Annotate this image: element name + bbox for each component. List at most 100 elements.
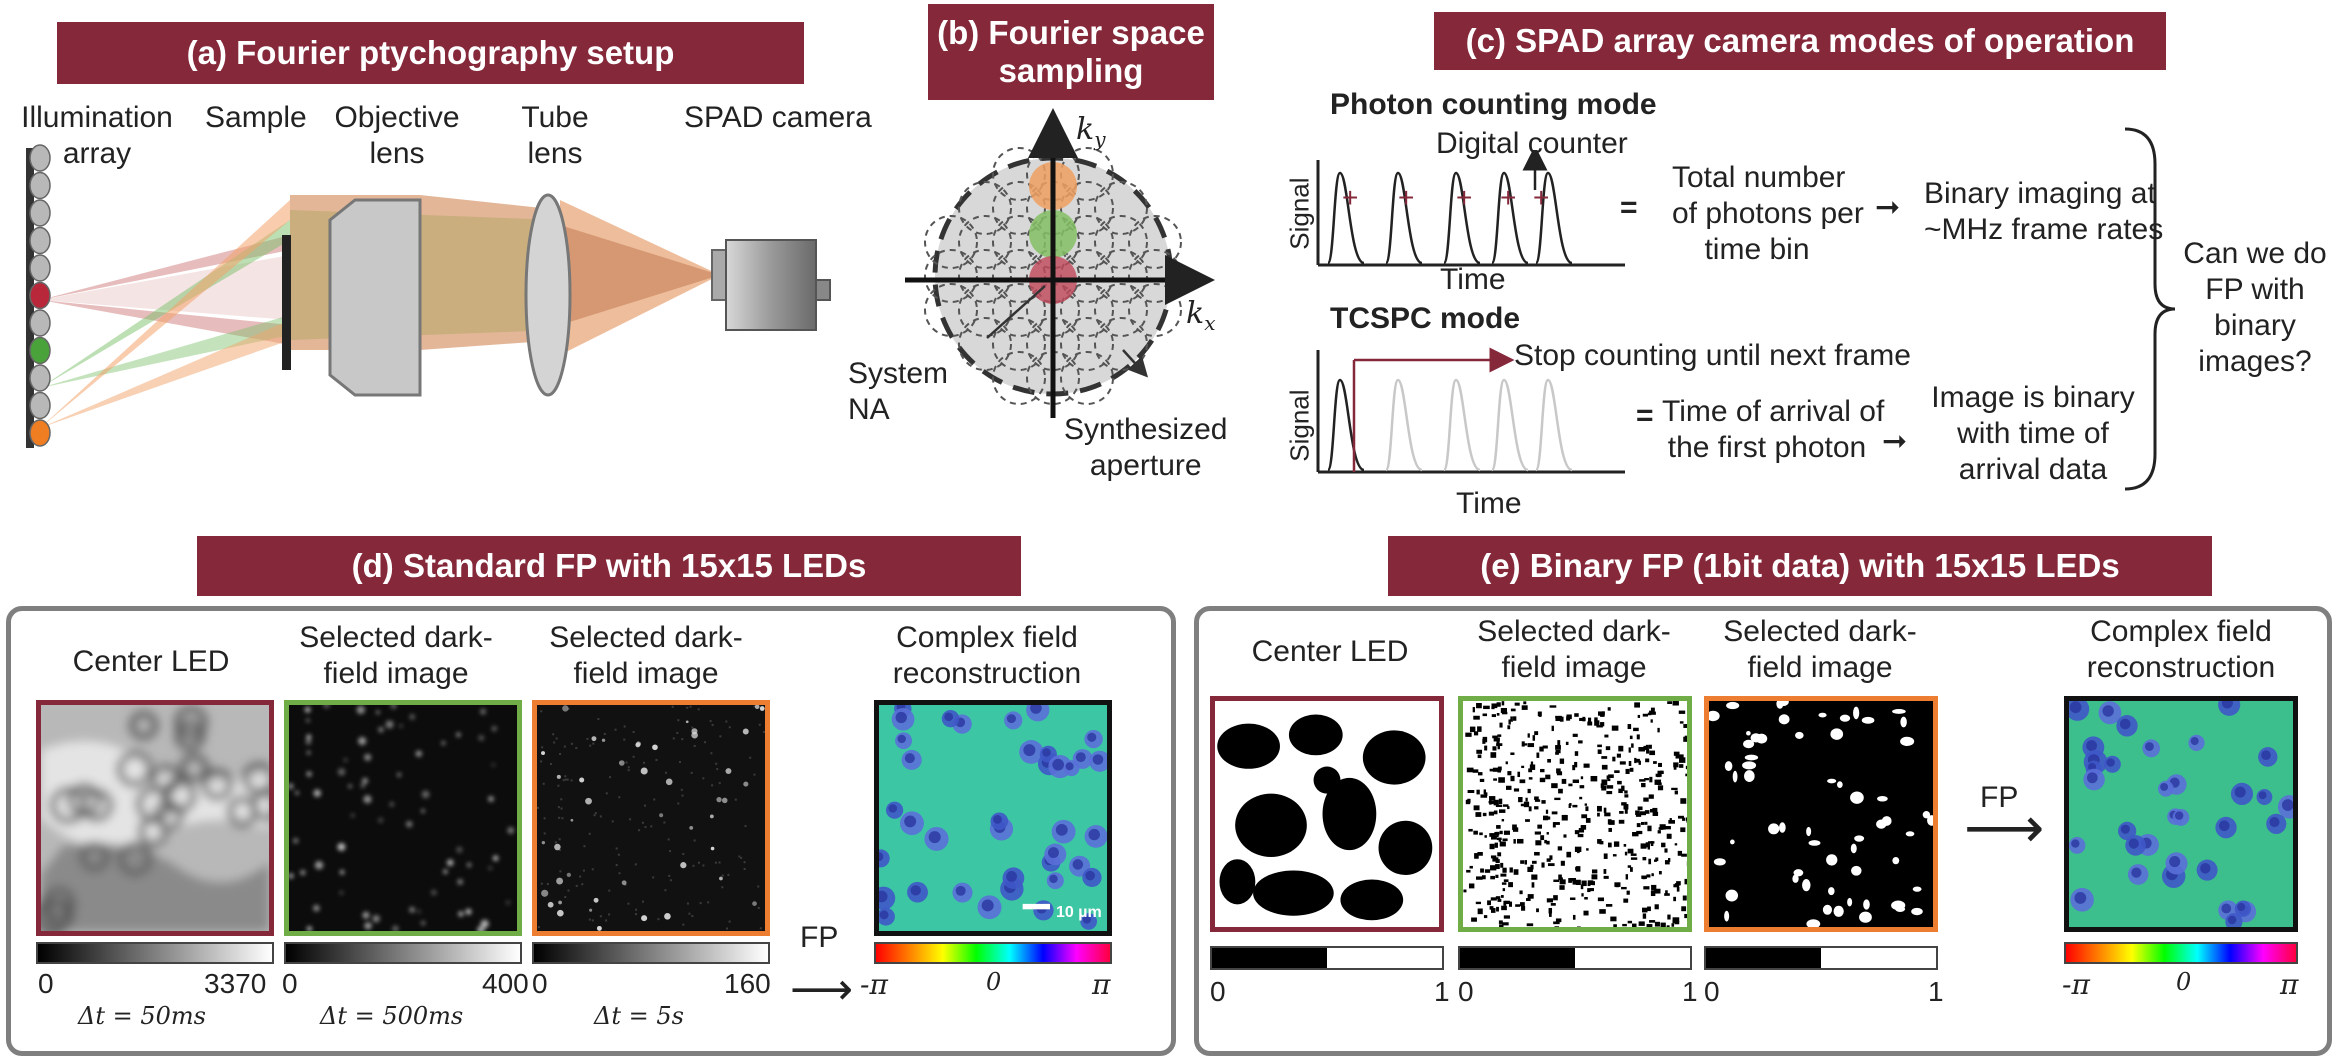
time-axis-label: Time (1440, 263, 1506, 296)
center-led-image (36, 700, 274, 936)
binary-cbar2-min: 0 (1458, 976, 1474, 1007)
scale-bar-label: 10 µm (1056, 904, 1102, 921)
plus-sign: + (1342, 182, 1359, 213)
panel-d-frame (6, 606, 1176, 1056)
colorbar-center-led (36, 942, 274, 964)
phase-colorbar (874, 942, 1112, 964)
dt2-label: Δt = 500ms (320, 1002, 464, 1030)
cbar3-max: 160 (724, 968, 771, 999)
cbar1-max: 3370 (204, 968, 267, 999)
plus-sign: + (1533, 182, 1550, 213)
phase-mid: 0 (2176, 968, 2192, 996)
spad-camera-shape (711, 239, 831, 331)
phase-max: π (2280, 968, 2299, 1001)
curly-bracket (2124, 127, 2176, 491)
phase-max: π (1092, 968, 1111, 1001)
dt3-label: Δt = 5s (594, 1002, 684, 1030)
arrow-right: ➞ (1882, 425, 1908, 458)
binary-cbar2-max: 1 (1682, 976, 1698, 1007)
binary-imaging-text: Binary imaging at~MHz frame rates (1924, 177, 2164, 246)
plus-sign: + (1456, 182, 1473, 213)
phase-min: -π (860, 968, 888, 1001)
led (29, 391, 51, 420)
binary-colorbar-1 (1210, 946, 1444, 970)
fp-label: FP (800, 921, 839, 954)
led (29, 226, 51, 255)
panel-d-title: (d) Standard FP with 15x15 LEDs (197, 536, 1021, 596)
binary-phase-colorbar (2064, 942, 2298, 964)
kx-axis-label: kx (1186, 296, 1216, 335)
arrow-right: ➞ (1875, 191, 1901, 224)
time-axis-label: Time (1456, 487, 1522, 520)
center-led-label: Center LED (72, 645, 230, 678)
binary-cbar3-max: 1 (1928, 976, 1944, 1007)
fourier-space-diagram (905, 108, 1215, 418)
fp-arrow: ⟶ (790, 965, 854, 1014)
binary-colorbar-2 (1458, 946, 1692, 970)
phase-min: -π (2062, 968, 2090, 1001)
tcspc-plot (1316, 347, 1625, 474)
ky-axis-label: ky (1076, 112, 1106, 151)
binary-dark-field-image-2 (1704, 696, 1938, 932)
photon-counting-plot (1316, 150, 1625, 267)
equals-sign: = (1620, 191, 1638, 224)
dt1-label: Δt = 50ms (78, 1002, 206, 1030)
dark-field-label-1: Selected dark-field image (299, 621, 493, 690)
complex-field-image (874, 700, 1112, 936)
led (29, 199, 51, 227)
optical-setup-diagram (26, 144, 831, 448)
binary-complex-field-image (2064, 696, 2298, 932)
led (29, 144, 51, 172)
led (29, 364, 51, 392)
panel-e-frame (1194, 606, 2332, 1056)
binary-cbar1-max: 1 (1434, 976, 1450, 1007)
sample-label: Sample (205, 101, 307, 134)
binary-center-led-image (1210, 696, 1444, 932)
panel-c-title: (c) SPAD array camera modes of operation (1434, 12, 2166, 70)
cbar2-min: 0 (282, 968, 298, 999)
phase-mid: 0 (986, 968, 1002, 996)
cbar3-min: 0 (532, 968, 548, 999)
led (29, 419, 51, 447)
led-array (29, 144, 51, 447)
panel-e-title: (e) Binary FP (1bit data) with 15x15 LED… (1388, 536, 2212, 596)
objective-lens-shape (328, 198, 422, 397)
colorbar-dark-field-1 (284, 942, 522, 964)
panel-a-title: (a) Fourier ptychography setup (57, 22, 804, 84)
photon-counting-mode-label: Photon counting mode (1330, 88, 1657, 121)
binary-colorbar-3 (1704, 946, 1938, 970)
dark-field-image-2 (532, 700, 770, 936)
cbar2-max: 400 (482, 968, 529, 999)
center-led-label: Center LED (1251, 635, 1409, 668)
sample-slide (282, 235, 291, 370)
led (29, 281, 51, 310)
led (29, 254, 51, 282)
fp-label: FP (1980, 781, 2019, 814)
binary-cbar3-min: 0 (1704, 976, 1720, 1007)
signal-axis-label: Signal (1284, 177, 1315, 250)
stop-counting-label: Stop counting until next frame (1514, 339, 1911, 372)
dark-field-image-1 (284, 700, 522, 936)
signal-axis-label: Signal (1284, 389, 1315, 462)
dark-field-label-2: Selected dark-field image (1723, 615, 1917, 684)
tube-lens-shape (524, 193, 572, 397)
binary-cbar1-min: 0 (1210, 976, 1226, 1007)
colorbar-dark-field-2 (532, 942, 770, 964)
fp-arrow: ⟶ (1964, 796, 2045, 859)
led (29, 171, 51, 200)
spad-camera-label: SPAD camera (684, 101, 872, 134)
plus-sign: + (1500, 182, 1517, 213)
tcspc-mode-label: TCSPC mode (1330, 302, 1521, 335)
